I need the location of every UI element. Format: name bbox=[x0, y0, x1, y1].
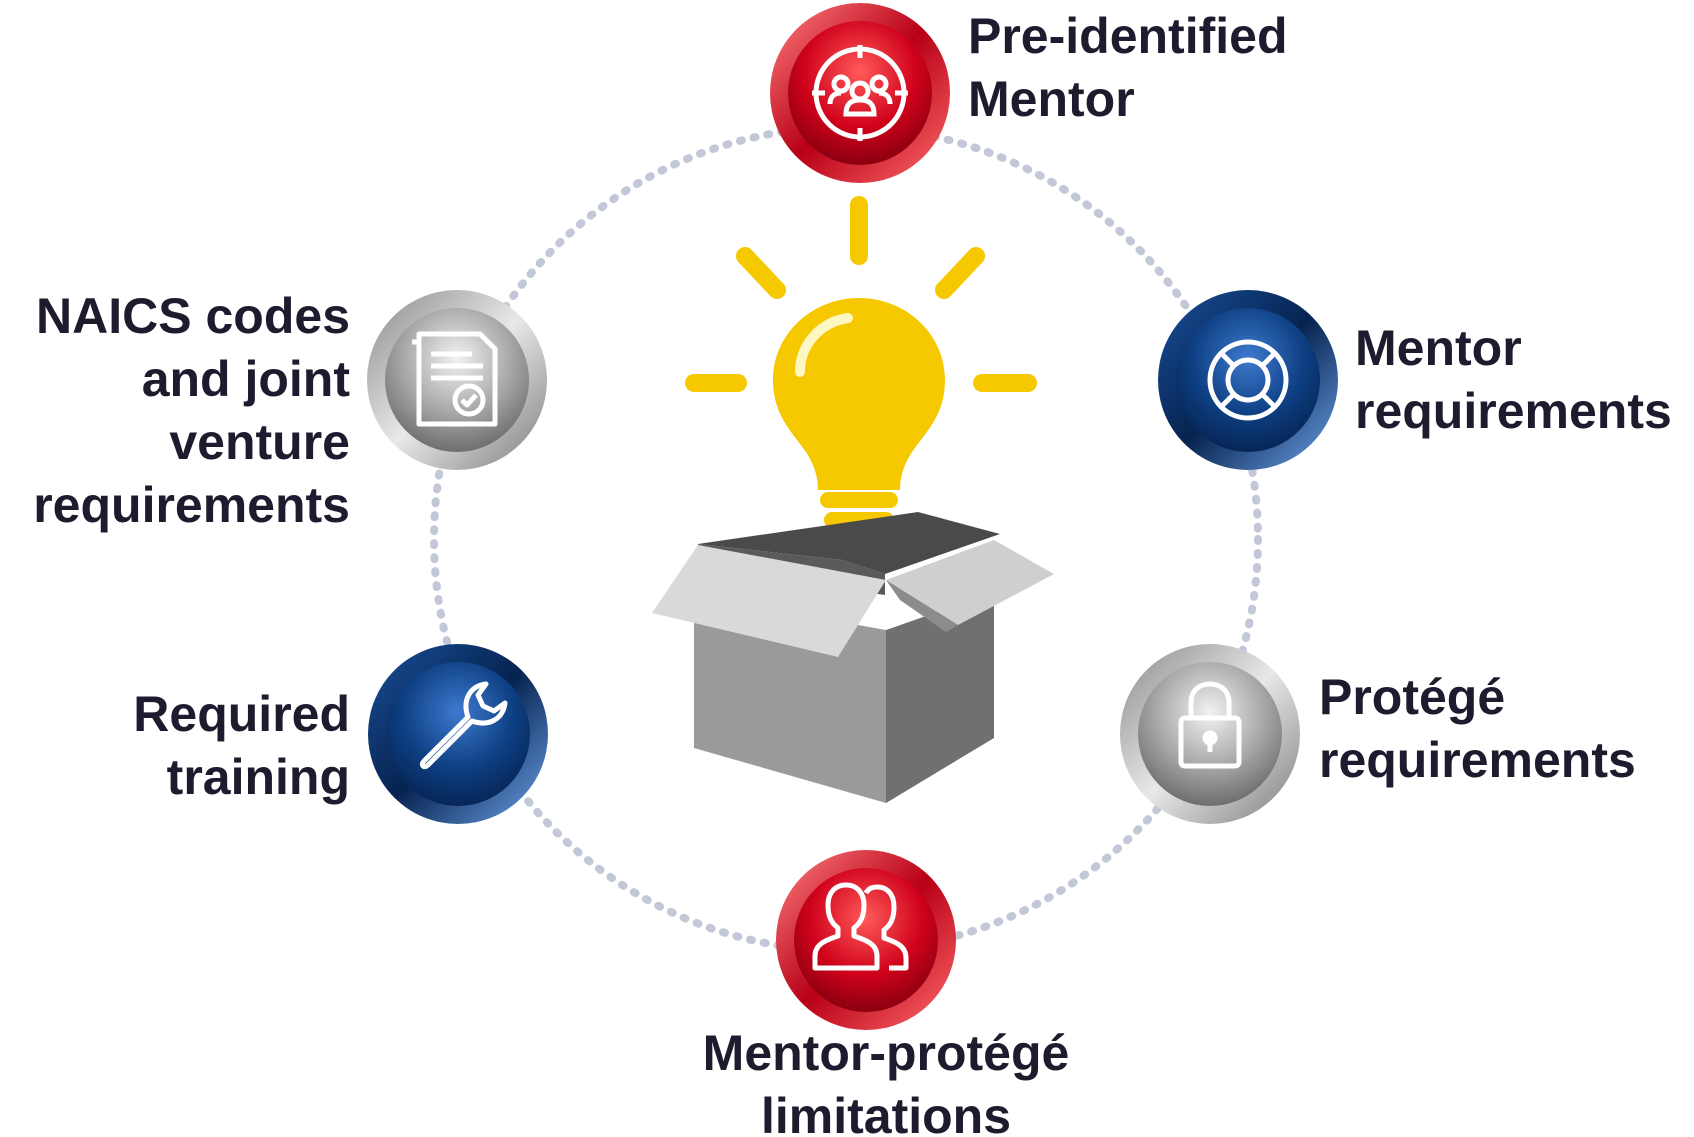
label-mentor-requirements: Mentor requirements bbox=[1355, 317, 1672, 443]
lightbulb-in-box-icon bbox=[652, 196, 1054, 803]
lifebuoy-icon bbox=[1207, 339, 1289, 421]
label-protege-requirements: Protégé requirements bbox=[1319, 666, 1636, 792]
label-line: requirements bbox=[1355, 383, 1672, 439]
label-line: venture bbox=[169, 414, 350, 470]
label-line: limitations bbox=[760, 1088, 1012, 1137]
label-line: NAICS codes bbox=[36, 288, 350, 344]
label-naics-jv: NAICS codes and joint venture requiremen… bbox=[0, 285, 350, 537]
node-pre-identified-mentor[interactable] bbox=[770, 3, 950, 183]
node-protege-requirements[interactable] bbox=[1120, 644, 1300, 824]
people-icon bbox=[812, 882, 909, 971]
wrench-icon bbox=[419, 681, 508, 770]
label-line: requirements bbox=[33, 477, 350, 533]
label-required-training: Required training bbox=[0, 683, 350, 809]
document-check-icon bbox=[412, 331, 498, 427]
node-mentor-protege-limitations[interactable] bbox=[776, 850, 956, 1030]
node-mentor-requirements[interactable] bbox=[1158, 290, 1338, 470]
label-line: requirements bbox=[1319, 732, 1636, 788]
group-target-icon bbox=[812, 45, 908, 141]
label-pre-identified-mentor: Pre-identified Mentor bbox=[968, 5, 1287, 131]
label-line: Required bbox=[133, 686, 350, 742]
label-line: and joint bbox=[141, 351, 350, 407]
label-line: training bbox=[166, 749, 350, 805]
label-line: Pre-identified bbox=[968, 8, 1288, 64]
label-line: Mentor-protégé bbox=[702, 1025, 1070, 1081]
node-naics-jv[interactable] bbox=[367, 290, 547, 470]
label-mentor-protege-limitations: Mentor-protégé limitations bbox=[686, 1022, 1086, 1137]
light-rays bbox=[685, 196, 1037, 392]
label-line: Mentor bbox=[1355, 320, 1522, 376]
node-required-training[interactable] bbox=[368, 644, 548, 824]
label-line: Protégé bbox=[1319, 669, 1506, 725]
label-line: Mentor bbox=[968, 71, 1135, 127]
padlock-icon bbox=[1178, 681, 1242, 769]
